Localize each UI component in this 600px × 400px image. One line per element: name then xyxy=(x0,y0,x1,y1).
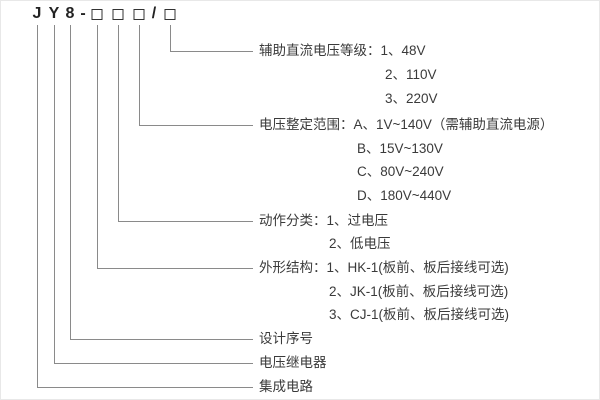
connector-vline-structure xyxy=(97,25,98,268)
connector-hline-voltage-range xyxy=(139,125,253,126)
connector-hline-action-type xyxy=(118,221,253,222)
label-voltage-range-item-b: B、15V~130V xyxy=(357,141,443,156)
model-char-8: 8 xyxy=(65,5,75,22)
label-aux-voltage-item-2: 2、110V xyxy=(385,67,437,82)
label-voltage-range-main: 电压整定范围：A、1V~140V（需辅助直流电源） xyxy=(259,117,554,132)
model-placeholder-box-3 xyxy=(133,9,145,20)
connector-vline-relay-type xyxy=(54,25,55,363)
connector-vline-design-serial xyxy=(70,25,71,339)
model-placeholder-box-1 xyxy=(91,9,103,20)
connector-vline-voltage-range xyxy=(139,25,140,125)
connector-vline-aux-voltage xyxy=(170,25,171,51)
model-placeholder-box-4 xyxy=(164,9,176,20)
label-voltage-range-item-c: C、80V~240V xyxy=(357,164,444,179)
model-char-j: J xyxy=(32,5,42,22)
label-aux-voltage-item-3: 3、220V xyxy=(385,91,438,106)
label-ic: 集成电路 xyxy=(259,379,313,394)
connector-hline-design-serial xyxy=(70,339,253,340)
label-voltage-range-item-d: D、180V~440V xyxy=(357,188,452,203)
label-relay-type: 电压继电器 xyxy=(259,355,327,370)
label-design-serial: 设计序号 xyxy=(259,331,313,346)
model-char-y: Y xyxy=(48,5,60,22)
label-aux-voltage-main: 辅助直流电压等级：1、48V xyxy=(259,43,426,58)
label-structure-main: 外形结构：1、HK-1(板前、板后接线可选) xyxy=(259,260,509,275)
connector-hline-structure xyxy=(97,268,253,269)
connector-vline-action-type xyxy=(118,25,119,221)
label-action-type-item-2: 2、低电压 xyxy=(329,236,391,251)
model-placeholder-box-2 xyxy=(112,9,124,20)
model-char-slash: / xyxy=(151,5,157,22)
label-action-type-main: 动作分类：1、过电压 xyxy=(259,213,389,228)
connector-vline-ic xyxy=(37,25,38,387)
connector-hline-relay-type xyxy=(54,363,253,364)
connector-hline-aux-voltage xyxy=(170,51,253,52)
model-char-dash: - xyxy=(80,5,86,22)
label-structure-item-2: 2、JK-1(板前、板后接线可选) xyxy=(329,284,509,299)
connector-hline-ic xyxy=(37,387,253,388)
label-structure-item-3: 3、CJ-1(板前、板后接线可选) xyxy=(329,307,510,322)
